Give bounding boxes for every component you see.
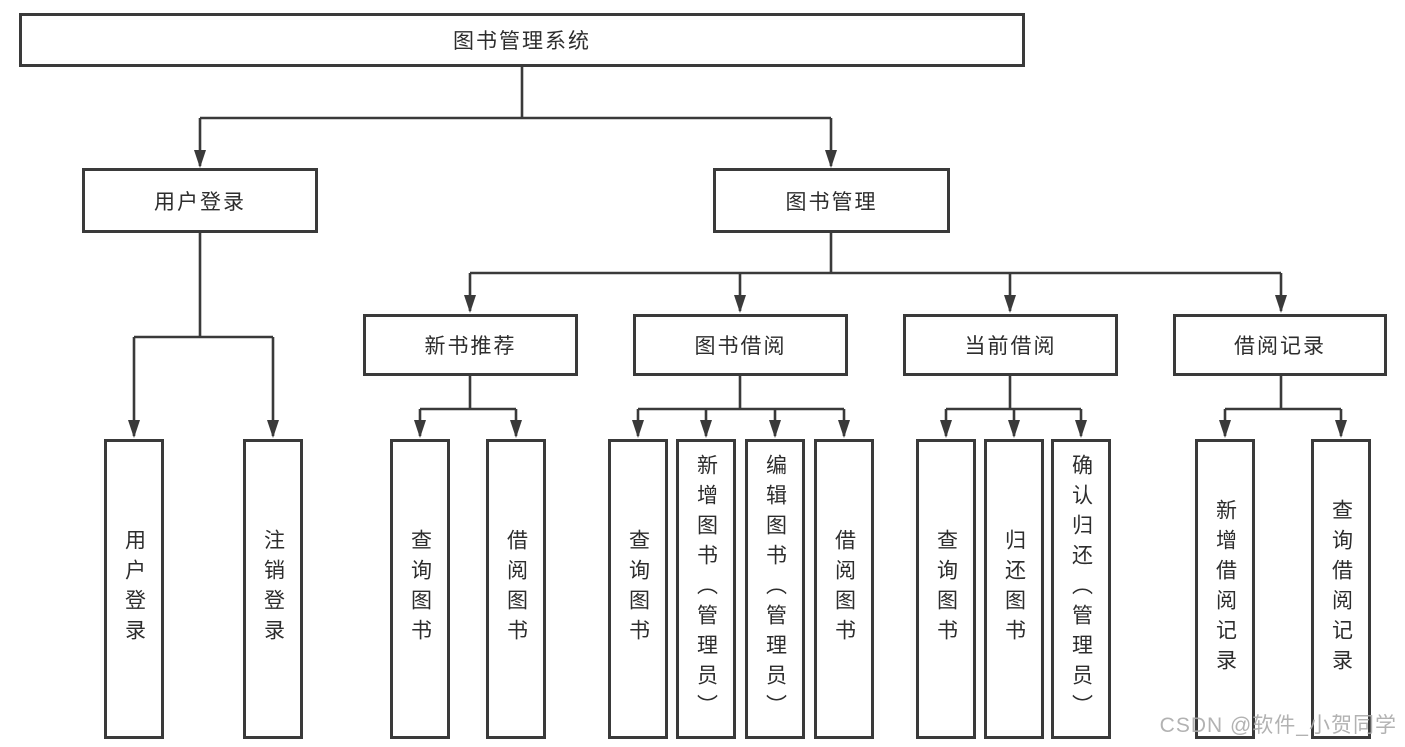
- node-user-login: 用户登录: [82, 168, 318, 233]
- leaf-add-book-admin: 新增图书（管理员）: [676, 439, 736, 739]
- leaf-borrow-book-recommend: 借阅图书: [486, 439, 546, 739]
- node-user-login-label: 用户登录: [154, 190, 246, 214]
- leaf-confirm-return-admin: 确认归还（管理员）: [1051, 439, 1111, 739]
- node-book-borrow-label: 图书借阅: [694, 335, 787, 358]
- leaf-edit-book-admin: 编辑图书（管理员）: [745, 439, 805, 739]
- node-borrow-record: 借阅记录: [1173, 314, 1387, 376]
- leaf-add-borrow-record: 新增借阅记录: [1195, 439, 1255, 739]
- leaf-logout: 注销登录: [243, 439, 303, 739]
- node-book-borrow: 图书借阅: [633, 314, 848, 376]
- node-book-management: 图书管理: [713, 168, 950, 233]
- node-new-book-recommend: 新书推荐: [363, 314, 578, 376]
- node-current-borrow-label: 当前借阅: [964, 335, 1057, 358]
- node-borrow-record-label: 借阅记录: [1234, 335, 1326, 358]
- node-new-book-recommend-label: 新书推荐: [424, 335, 517, 358]
- node-root: 图书管理系统: [19, 13, 1025, 67]
- leaf-borrow-book: 借阅图书: [814, 439, 874, 739]
- leaf-query-book-recommend: 查询图书: [390, 439, 450, 739]
- node-current-borrow: 当前借阅: [903, 314, 1118, 376]
- leaf-return-book: 归还图书: [984, 439, 1044, 739]
- node-root-label: 图书管理系统: [453, 30, 591, 53]
- node-book-management-label: 图书管理: [785, 190, 878, 214]
- leaf-user-login: 用户登录: [104, 439, 164, 739]
- leaf-query-book-borrow: 查询图书: [608, 439, 668, 739]
- leaf-query-borrow-record: 查询借阅记录: [1311, 439, 1371, 739]
- watermark-text: CSDN @软件_小贺同学: [1159, 714, 1397, 737]
- leaf-query-book-current: 查询图书: [916, 439, 976, 739]
